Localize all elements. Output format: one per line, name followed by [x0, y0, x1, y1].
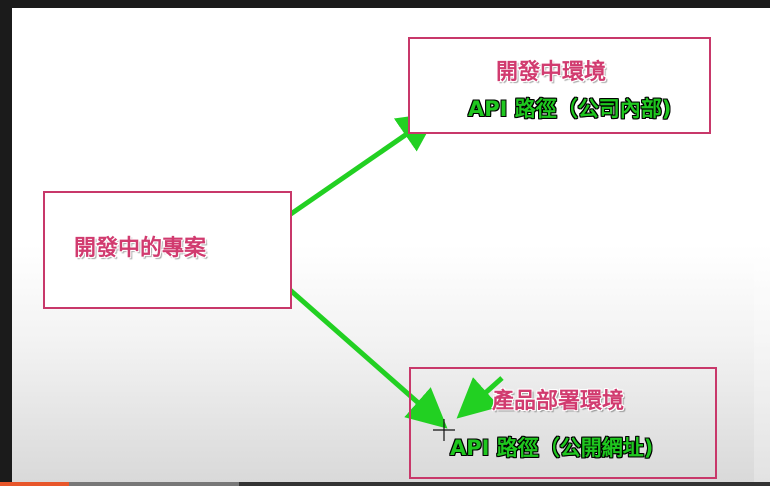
prod-env-box [409, 367, 717, 479]
dev-env-api-path: API 路徑（公司內部) [468, 97, 672, 121]
slide-canvas: 開發中的專案 開發中環境 API 路徑（公司內部) 產品部署環境 API 路徑（… [12, 8, 770, 482]
video-progress-buffered [69, 482, 239, 486]
prod-env-api-path: API 路徑（公開網址) [450, 436, 654, 460]
pointer-arrow [456, 376, 504, 419]
crosshair-cursor-icon [433, 419, 455, 441]
prod-env-title: 產品部署環境 [492, 389, 625, 414]
video-progress-played [0, 482, 70, 486]
video-progress-bar[interactable] [0, 482, 770, 486]
dev-env-box [408, 37, 711, 134]
source-project-box [43, 191, 292, 309]
dev-env-title: 開發中環境 [496, 60, 607, 85]
right-edge-overlay [754, 8, 770, 482]
source-project-label: 開發中的專案 [74, 236, 207, 261]
